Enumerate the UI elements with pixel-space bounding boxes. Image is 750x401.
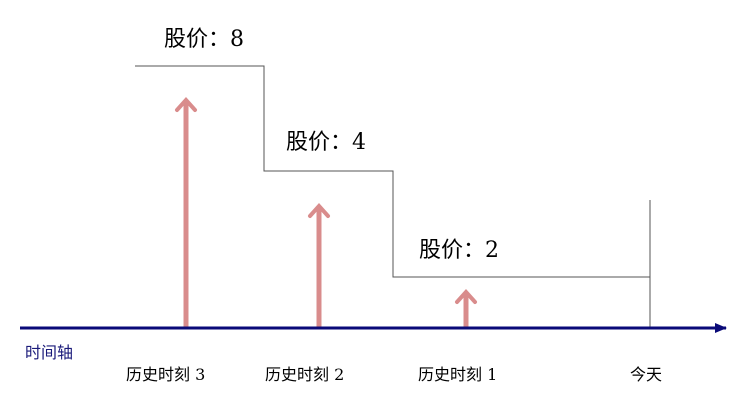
time-label-today: 今天 — [630, 365, 663, 384]
moment-3-arrow — [175, 97, 197, 328]
price-label-moment-1: 股价：2 — [419, 238, 499, 263]
time-label-moment-3: 历史时刻 3 — [126, 365, 206, 384]
time-axis-label: 时间轴 — [25, 343, 74, 362]
price-step-line — [135, 65, 650, 278]
moment-2-arrow — [308, 203, 330, 328]
time-label-moment-1: 历史时刻 1 — [418, 365, 498, 384]
price-label-moment-2: 股价：4 — [286, 130, 366, 155]
time-label-moment-2: 历史时刻 2 — [265, 365, 345, 384]
moment-1-arrow — [455, 289, 477, 328]
price-label-moment-3: 股价：8 — [164, 27, 244, 52]
